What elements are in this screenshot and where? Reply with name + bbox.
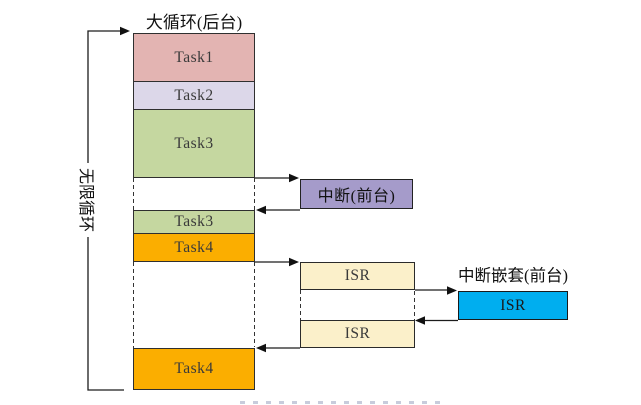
isr-label-first: ISR	[344, 267, 371, 284]
task3-box-first: Task3	[133, 109, 255, 178]
task2-box: Task2	[133, 81, 255, 110]
task2-label: Task2	[174, 86, 214, 104]
task4-box-second: Task4	[133, 348, 255, 390]
task1-box: Task1	[133, 33, 255, 82]
infinite-loop-label: 无限循环	[76, 162, 100, 238]
isr-nested-label: ISR	[500, 296, 526, 314]
isr-call-arrowhead	[289, 257, 299, 267]
dashed-guides	[133, 178, 415, 348]
cropped-caption-remnant	[240, 401, 445, 404]
task3-label-second: Task3	[174, 213, 214, 230]
loop-arrowhead	[120, 26, 130, 36]
diagram-title: 大循环(后台)	[145, 13, 243, 32]
task4-label-second: Task4	[174, 360, 214, 377]
nested-interrupt-title: 中断嵌套(前台)	[458, 266, 568, 285]
isr-box-second: ISR	[300, 320, 415, 348]
isr-return-arrowhead	[256, 343, 266, 353]
isr-nested-box: ISR	[458, 291, 568, 320]
task4-box-first: Task4	[133, 233, 255, 262]
nested-return-arrowhead	[415, 316, 425, 325]
nested-call-arrowhead	[447, 286, 457, 295]
task4-label-first: Task4	[174, 238, 214, 256]
isr-label-second: ISR	[344, 325, 371, 342]
interrupt-label: 中断(前台)	[317, 188, 396, 205]
interrupt-return-arrowhead	[256, 205, 266, 215]
isr-box-first: ISR	[300, 262, 415, 290]
task3-label-first: Task3	[174, 134, 214, 152]
task3-box-second: Task3	[133, 210, 255, 234]
interrupt-call-arrowhead	[289, 173, 299, 183]
task1-label: Task1	[174, 48, 214, 66]
interrupt-box: 中断(前台)	[300, 179, 413, 209]
